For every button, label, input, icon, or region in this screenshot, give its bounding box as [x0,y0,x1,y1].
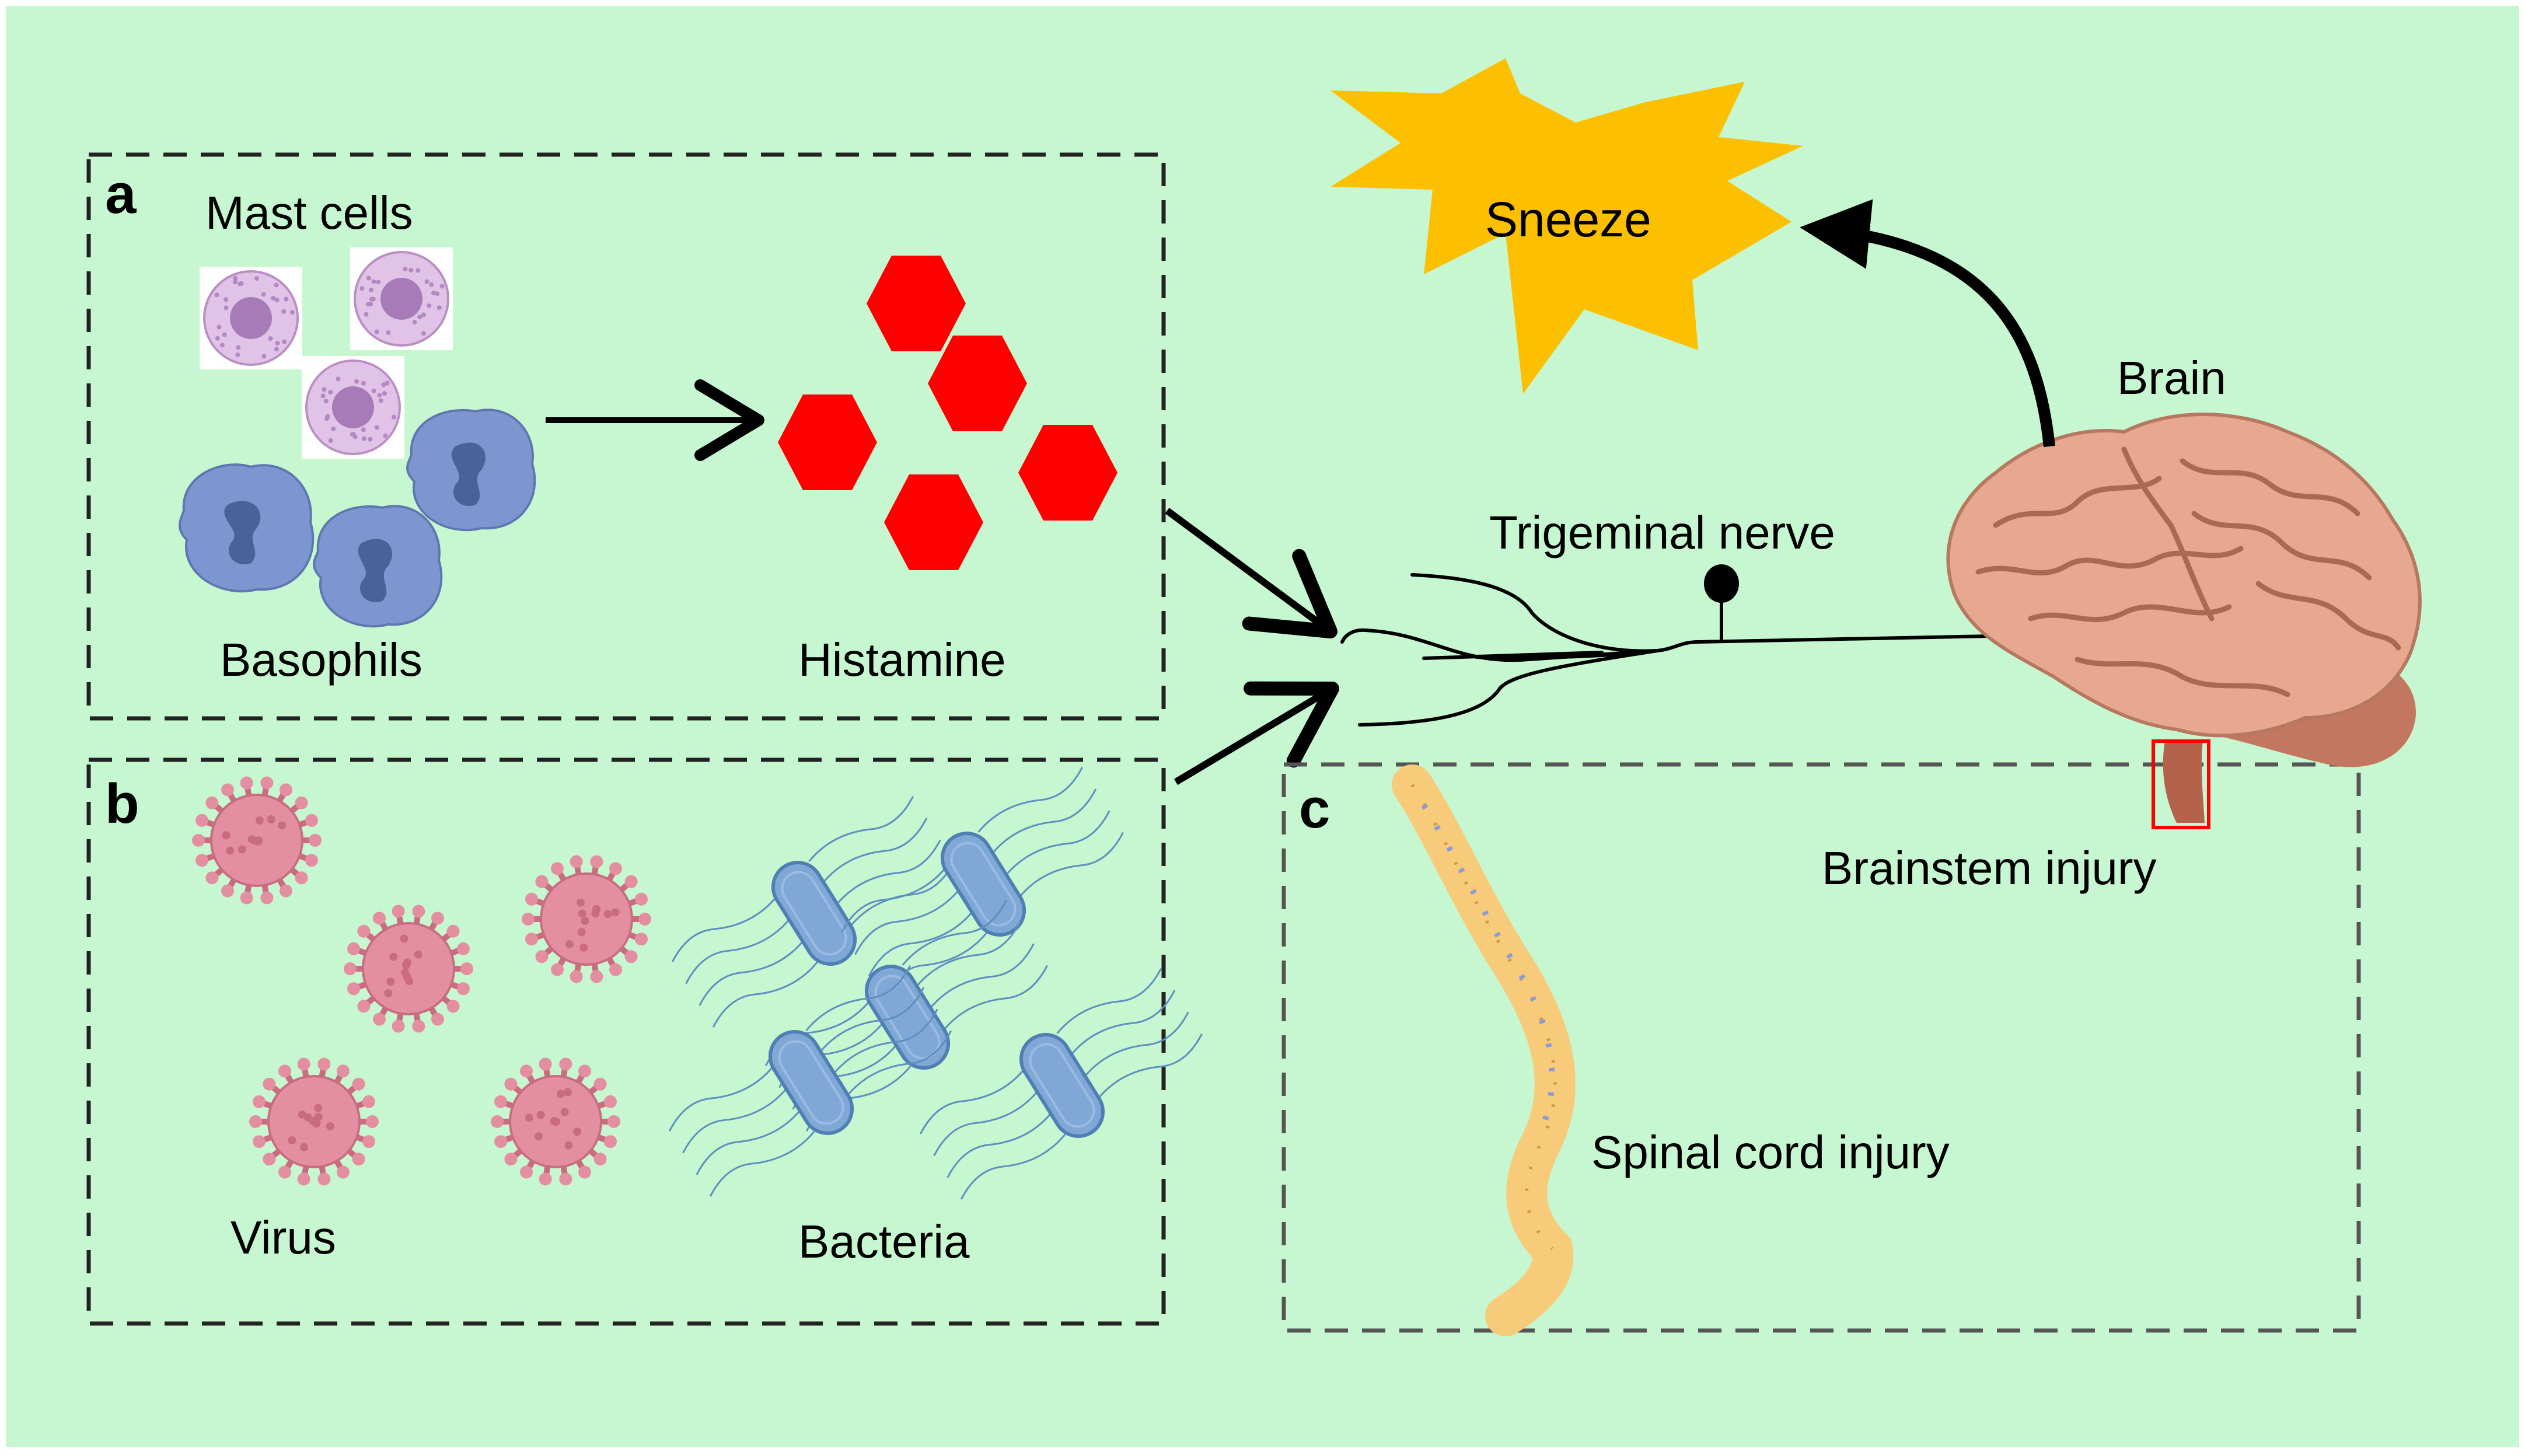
trigeminal-nerve-label: Trigeminal nerve [1489,507,1835,558]
panel-c-letter: c [1299,777,1330,840]
virus-label: Virus [231,1211,336,1263]
brainstem-injury-label: Brainstem injury [1822,842,2157,894]
mast-cell-icon [350,247,453,350]
nerve-synapse-knob [1704,564,1739,603]
panel-b-letter: b [105,773,139,835]
spinal-cord-injury-label: Spinal cord injury [1591,1126,1950,1178]
basophil-icon [180,465,313,591]
histamine-label: Histamine [798,634,1006,686]
basophils-label: Basophils [220,634,422,686]
mast-cell-icon [200,267,302,369]
panel-a-letter: a [105,163,137,225]
sneeze-label: Sneeze [1485,192,1651,247]
basophil-icon [407,410,535,530]
basophil-icon [314,506,441,626]
mast-cells-label: Mast cells [205,187,413,239]
mast-cell-icon [302,356,404,459]
bacteria-label: Bacteria [798,1216,970,1268]
brain-label: Brain [2117,352,2226,404]
